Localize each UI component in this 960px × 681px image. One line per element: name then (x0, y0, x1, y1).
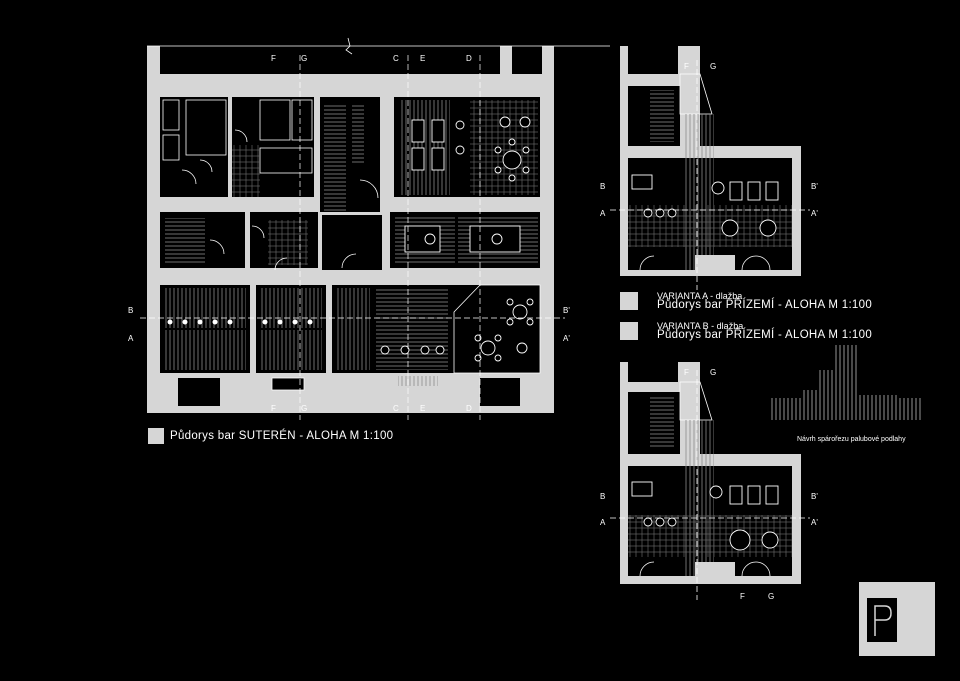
room-annex-1 (178, 378, 220, 406)
basement-plan (140, 37, 610, 420)
section-mark-a-b-right: A' (811, 518, 818, 527)
section-mark-c-bottom: C (393, 404, 399, 413)
basement-caption: Půdorys bar SUTERÉN - ALOHA M 1:100 (170, 430, 394, 442)
section-mark-b-left: B (128, 306, 134, 315)
room-corridor (322, 215, 382, 270)
section-mark-d-bottom: D (466, 404, 472, 413)
section-mark-b-right: B' (563, 306, 570, 315)
deck-pattern-drawing (771, 345, 921, 420)
section-mark-f-a-top: F (684, 62, 689, 71)
p-letter-icon (867, 598, 897, 642)
section-mark-a-b-left: A (600, 518, 606, 527)
section-mark-e-bottom: E (420, 404, 426, 413)
legend-swatch-a (620, 292, 638, 310)
ground-plan-variant-a (610, 46, 810, 290)
section-mark-a-a-left: A (600, 209, 606, 218)
section-mark-b-a-left: B (600, 182, 606, 191)
ground-plan-variant-b (610, 362, 810, 600)
variant-b-title: VARIANTA B - dlažba (657, 321, 744, 331)
section-mark-a-right: A' (563, 334, 570, 343)
section-mark-f-top: F (271, 54, 276, 63)
variant-a-title: VARIANTA A - dlažba (657, 291, 743, 301)
section-mark-e-top: E (420, 54, 426, 63)
section-mark-g-b-bottom: G (768, 592, 775, 601)
room-annex-2 (480, 378, 520, 406)
section-mark-a-a-right: A' (811, 209, 818, 218)
p-letter-logo (859, 582, 935, 656)
deck-caption: Návrh spárořezu palubové podlahy (797, 436, 906, 443)
section-mark-f-bottom: F (271, 404, 276, 413)
section-mark-f-b-top: F (684, 368, 689, 377)
section-mark-f-b-bottom: F (740, 592, 745, 601)
section-mark-g-bottom: G (301, 404, 308, 413)
room-wc-1 (160, 97, 228, 197)
section-mark-c-top: C (393, 54, 399, 63)
section-mark-a-left: A (128, 334, 134, 343)
section-mark-b-b-right: B' (811, 492, 818, 501)
variant-a-caption: Půdorys bar PŘÍZEMÍ - ALOHA M 1:100 (657, 299, 873, 311)
section-mark-b-b-left: B (600, 492, 606, 501)
legend-swatch-b (620, 322, 638, 340)
section-mark-d-top: D (466, 54, 472, 63)
section-mark-g-top: G (301, 54, 308, 63)
legend-swatch-basement (148, 428, 164, 444)
section-mark-g-a-top: G (710, 62, 717, 71)
variant-b-caption: Půdorys bar PŘÍZEMÍ - ALOHA M 1:100 (657, 329, 873, 341)
section-mark-g-b-top: G (710, 368, 717, 377)
section-mark-b-a-right: B' (811, 182, 818, 191)
